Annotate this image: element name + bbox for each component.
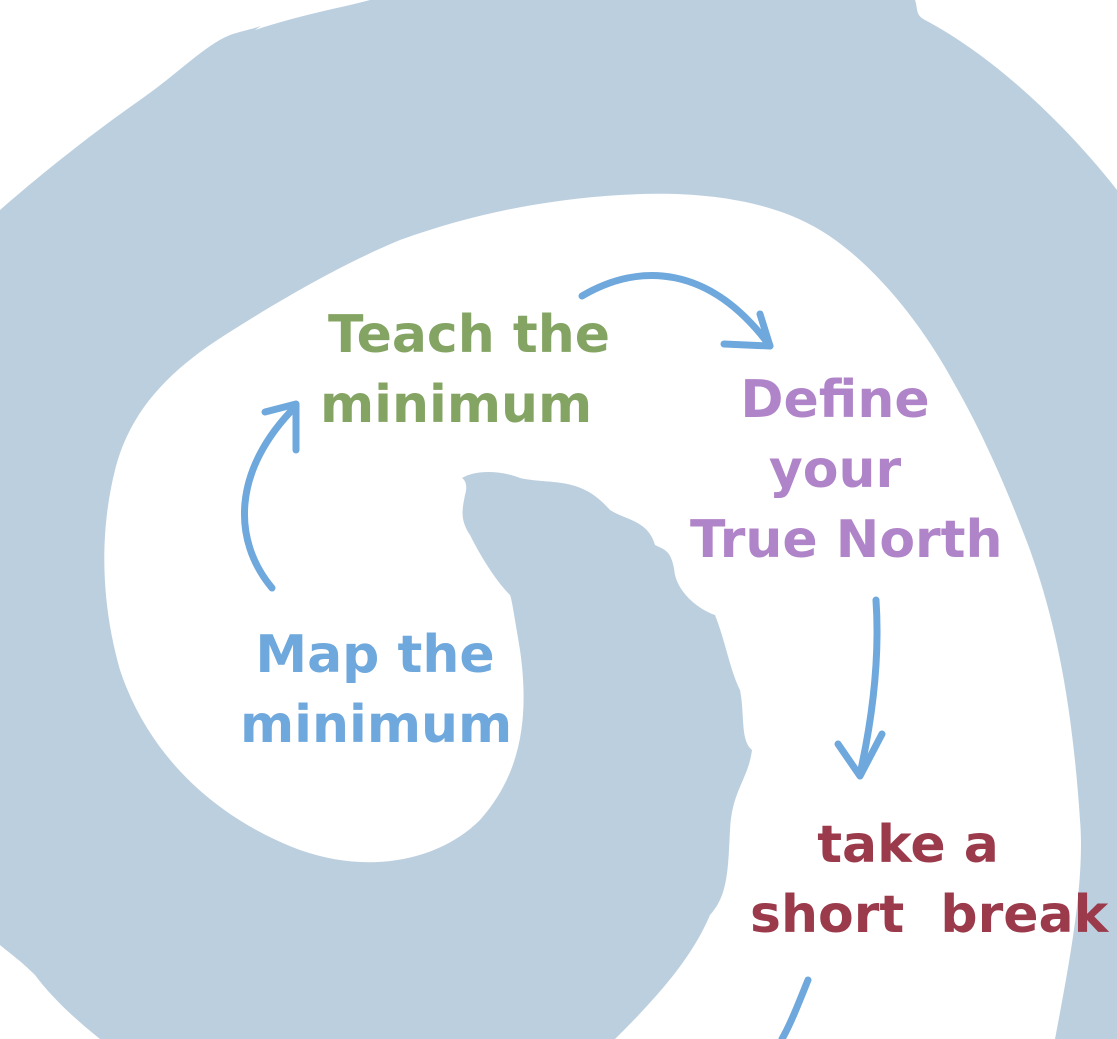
arrow-define-to-break (856, 596, 881, 778)
step-teach-the-minimum: Teach the minimum (320, 300, 611, 440)
step-take-a-short-break: take a short break (750, 810, 1109, 950)
flow-arrows (241, 272, 886, 1039)
step-define-true-north: Define your True North (690, 365, 1003, 575)
arrow-define-to-break-head (834, 730, 886, 780)
step-teach-line-2: minimum (320, 375, 593, 435)
step-define-line-2: your (768, 440, 902, 500)
arrow-break-onward (778, 976, 812, 1039)
step-map-line-2: minimum (240, 695, 513, 755)
step-define-line-1: Define (740, 370, 930, 430)
arrow-teach-to-define (578, 272, 774, 350)
arrow-teach-to-define-head (720, 310, 774, 350)
step-break-line-2: short break (750, 885, 1109, 945)
step-map-the-minimum: Map the minimum (240, 620, 513, 760)
step-map-line-1: Map the (255, 625, 495, 685)
arrow-map-to-teach (241, 402, 300, 592)
arrow-map-to-teach-head (261, 400, 300, 454)
step-teach-line-1: Teach the (328, 305, 611, 365)
step-break-line-1: take a (817, 815, 999, 875)
step-define-line-3: True North (690, 510, 1003, 570)
